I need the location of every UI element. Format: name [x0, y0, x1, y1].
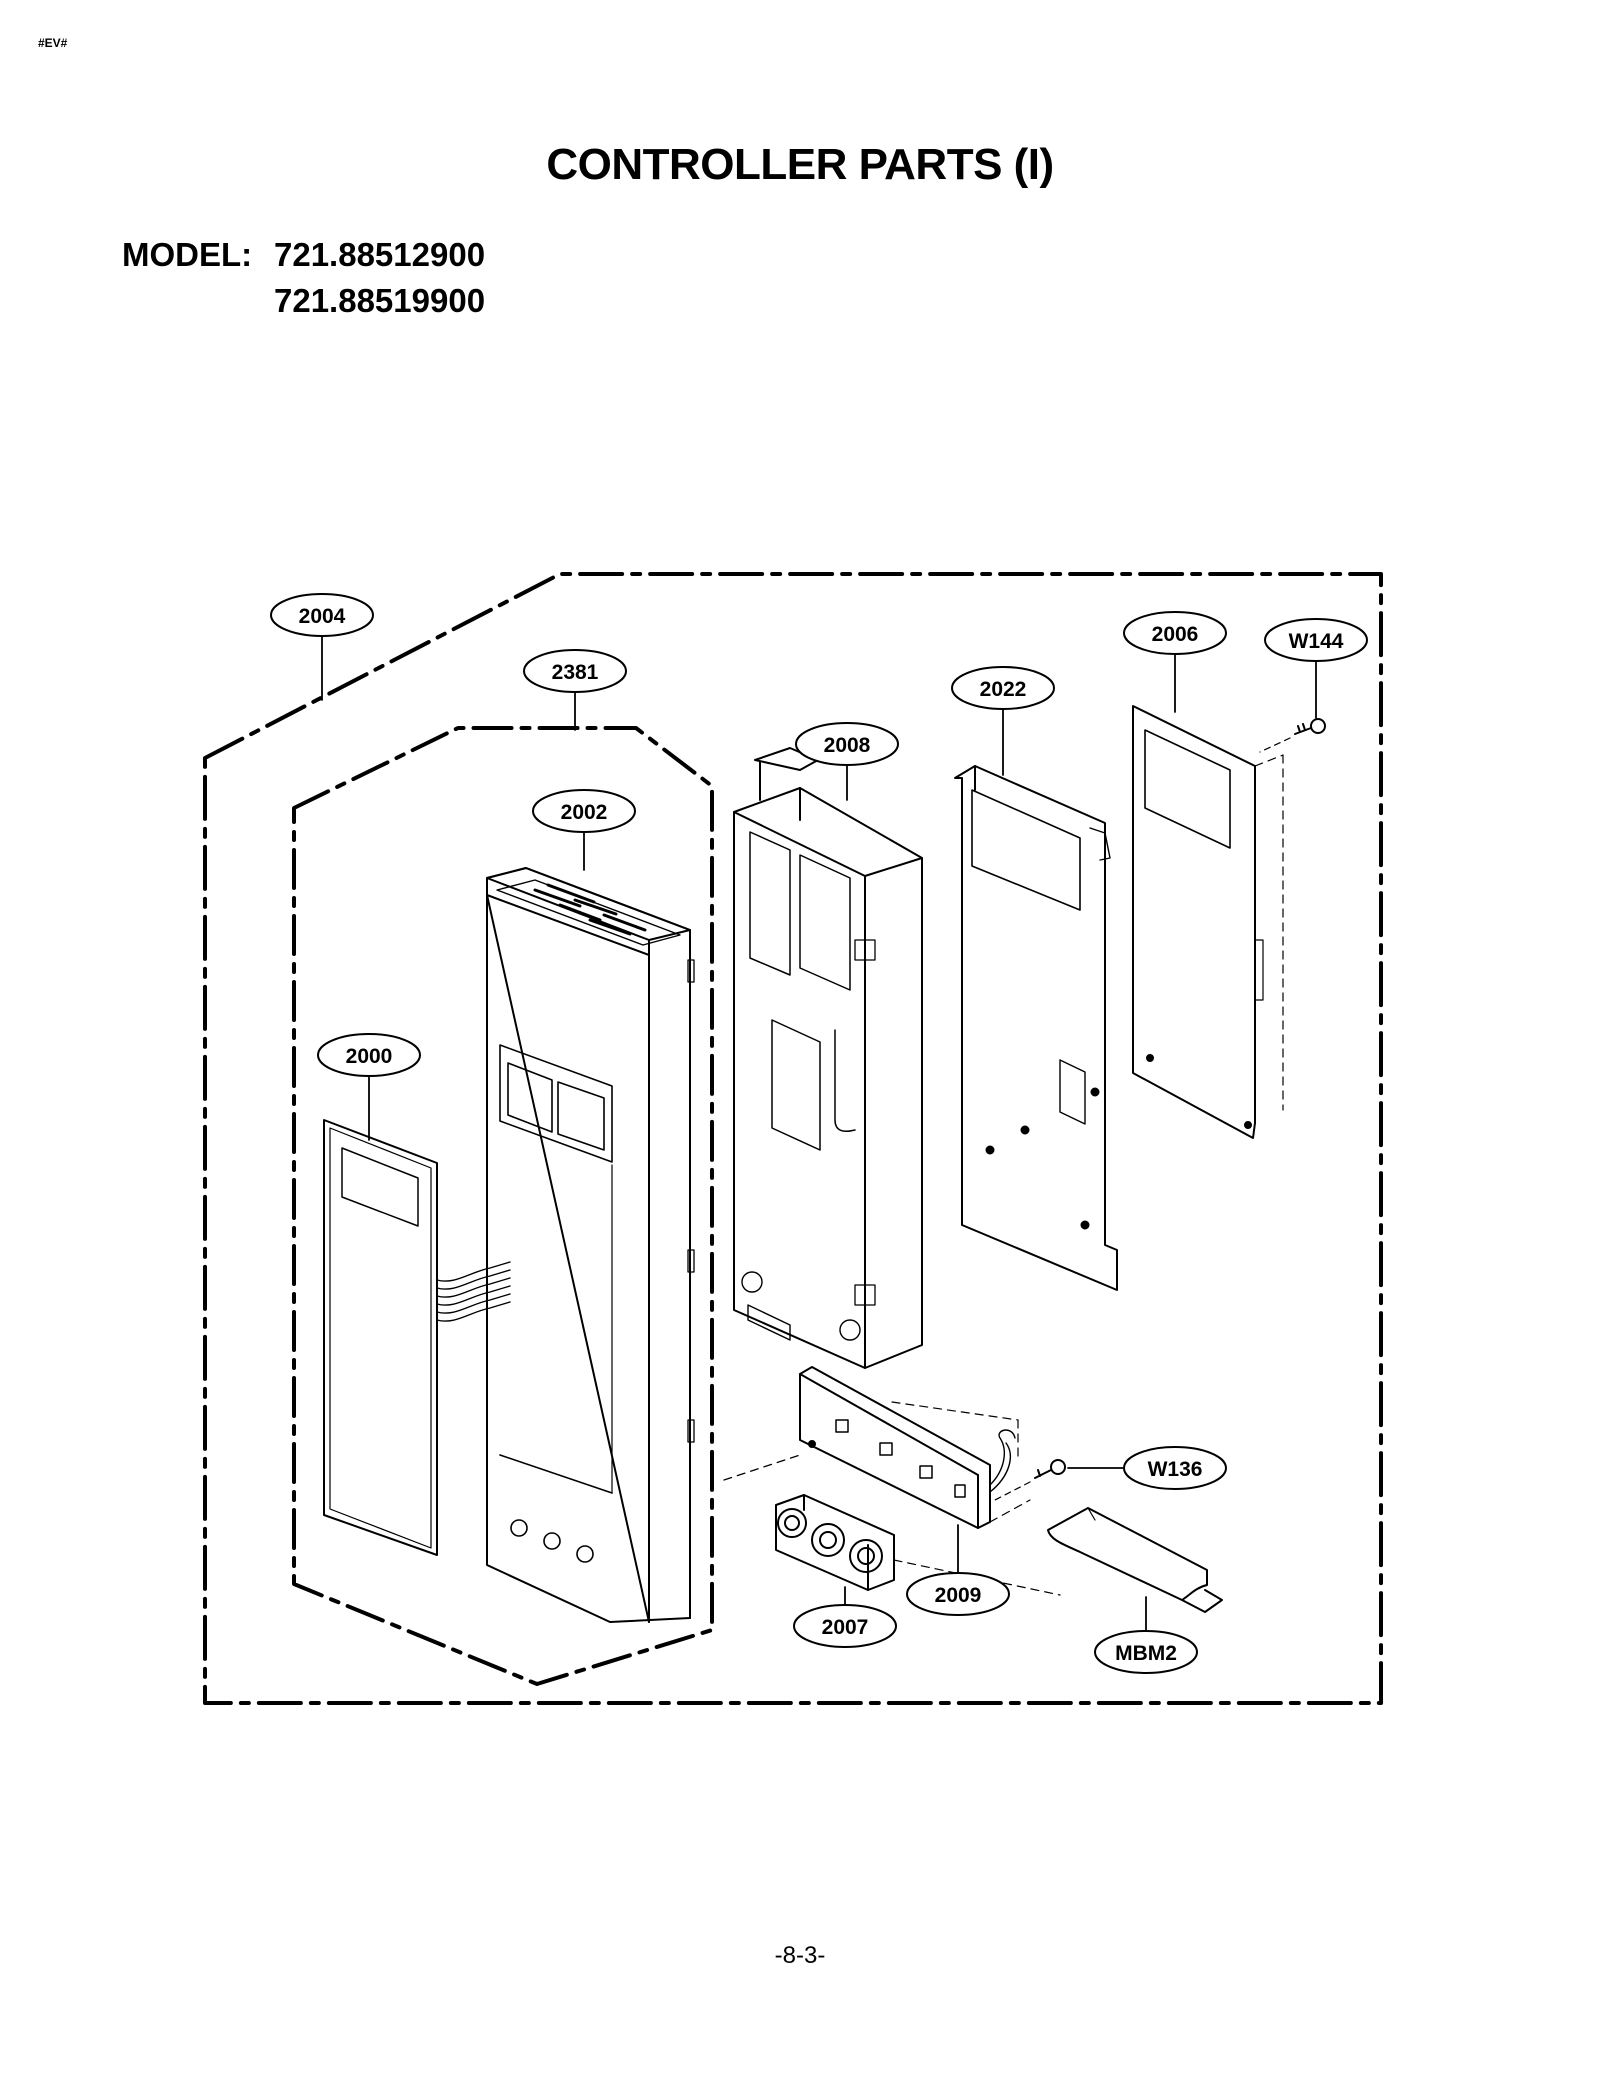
callout-2004-bubble: [270, 593, 374, 637]
model-block: MODEL: 721.88512900 721.88519900: [122, 232, 485, 324]
callout-w136: W136: [1148, 1458, 1203, 1481]
page-title: CONTROLLER PARTS (I): [546, 140, 1054, 189]
callout-w144: W144: [1289, 630, 1344, 653]
callout-2002: 2002: [561, 801, 608, 824]
callout-2007: 2007: [822, 1616, 869, 1639]
callout-2000: 2000: [346, 1045, 393, 1068]
part-2022-insulator: [954, 765, 1118, 1291]
callout-2000-bubble: [317, 1033, 421, 1077]
callout-2381: 2381: [552, 661, 599, 684]
callout-2022: 2022: [980, 678, 1027, 701]
part-2007-knob-holder: [723, 1454, 1061, 1596]
part-2009-switch-board: [799, 1366, 1031, 1529]
model-row-2: 721.88519900: [122, 278, 485, 324]
w136-screw: [994, 1459, 1066, 1501]
model-row-1: MODEL: 721.88512900: [122, 232, 485, 278]
callout-2004: 2004: [299, 605, 346, 628]
callout-2008-bubble: [795, 722, 899, 766]
part-mbm2-manual: [1047, 1507, 1223, 1613]
inner-assembly-boundary: [292, 726, 714, 1686]
callout-2009: 2009: [935, 1584, 982, 1607]
callout-2006-bubble: [1123, 611, 1227, 655]
part-2000-membrane: [323, 1119, 511, 1556]
callout-ellipses: [270, 593, 1368, 1674]
callout-2022-bubble: [951, 666, 1055, 710]
corner-tag: #EV#: [38, 36, 68, 50]
part-2002-control-panel: [486, 867, 695, 1623]
callout-2008: 2008: [824, 734, 871, 757]
callout-2006: 2006: [1152, 623, 1199, 646]
page-number: -8-3-: [774, 1942, 826, 1969]
callout-w136-bubble: [1123, 1446, 1227, 1490]
callout-2009-bubble: [906, 1572, 1010, 1616]
part-2006-pcb: [1132, 705, 1284, 1139]
w144-screw: [1259, 718, 1326, 753]
callout-mbm2-bubble: [1094, 1630, 1198, 1674]
callout-2381-bubble: [523, 649, 627, 693]
callout-labels: 2004 2381 2002 2000 2008 2022 2006 W144 …: [299, 605, 1344, 1665]
callout-w144-bubble: [1264, 618, 1368, 662]
callout-2002-bubble: [532, 789, 636, 833]
model-number-2: 721.88519900: [274, 282, 486, 319]
outer-assembly-boundary: [203, 572, 1383, 1705]
callout-mbm2: MBM2: [1115, 1642, 1177, 1665]
model-label: MODEL:: [122, 236, 253, 273]
part-2008-frame: [733, 747, 923, 1369]
model-number-1: 721.88512900: [274, 236, 486, 273]
callout-2007-bubble: [793, 1604, 897, 1648]
